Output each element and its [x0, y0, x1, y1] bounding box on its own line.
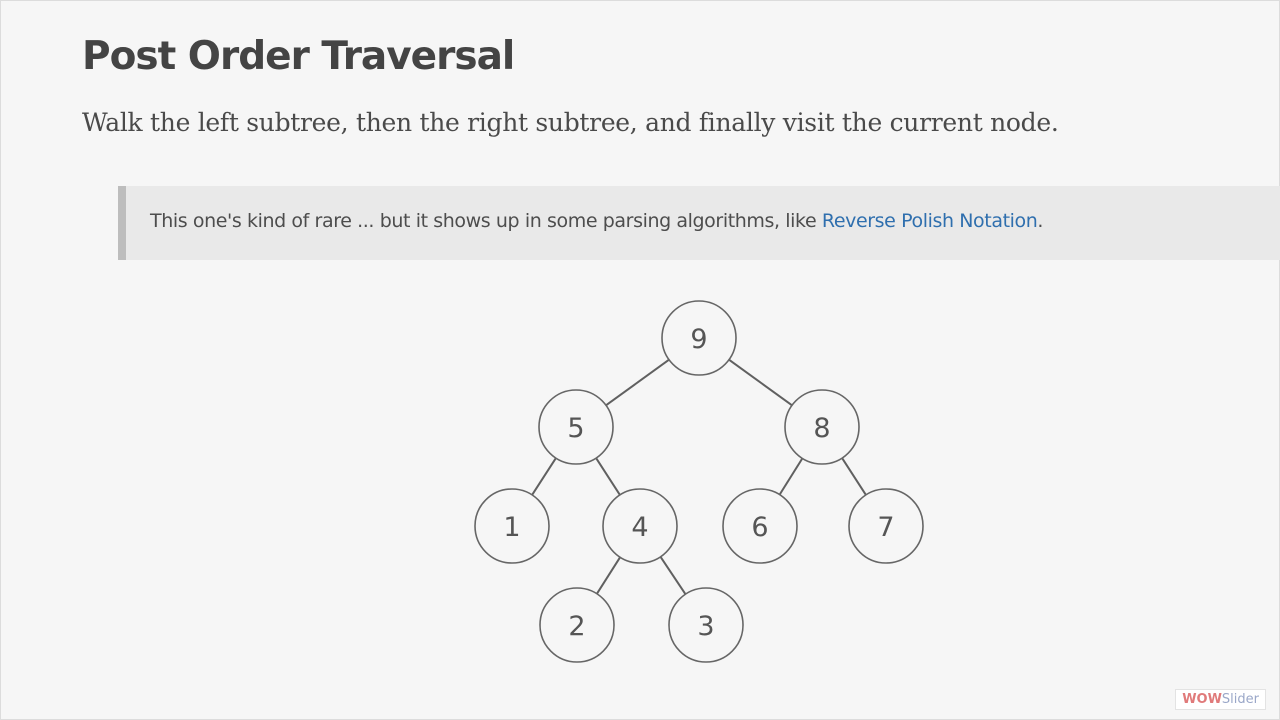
watermark-slider: Slider [1221, 692, 1259, 707]
tree-node-8: 8 [784, 389, 860, 465]
wowslider-watermark[interactable]: WOWSlider [1175, 689, 1266, 710]
reverse-polish-notation-link[interactable]: Reverse Polish Notation [821, 210, 1038, 232]
tree-node-3: 3 [668, 587, 744, 663]
tree-edge-n8-n7 [841, 457, 867, 496]
tree-node-label: 3 [697, 611, 714, 642]
slide-subtitle: Walk the left subtree, then the right su… [82, 108, 1059, 137]
tree-node-9: 9 [661, 300, 737, 376]
tree-edge-n9-n5 [605, 358, 670, 407]
tree-node-1: 1 [474, 488, 550, 564]
slide-title: Post Order Traversal [82, 34, 515, 79]
tree-edge-n5-n4 [595, 457, 621, 496]
tree-node-circle [784, 389, 860, 465]
tree-node-label: 2 [568, 611, 585, 642]
tree-node-5: 5 [538, 389, 614, 465]
watermark-wow: WOW [1182, 692, 1222, 707]
tree-edge-n4-n3 [659, 556, 687, 595]
tree-node-label: 9 [690, 324, 707, 355]
tree-node-circle [722, 488, 798, 564]
tree-node-circle [538, 389, 614, 465]
tree-node-6: 6 [722, 488, 798, 564]
tree-node-2: 2 [539, 587, 615, 663]
tree-node-label: 7 [877, 512, 894, 543]
tree-node-4: 4 [602, 488, 678, 564]
tree-node-circle [668, 587, 744, 663]
tree-nodes: 9 5 8 1 4 6 7 2 3 [474, 300, 924, 663]
tree-node-circle [539, 587, 615, 663]
note-text-before: This one's kind of rare ... but it shows… [150, 210, 822, 232]
tree-node-label: 1 [503, 512, 520, 543]
tree-node-label: 5 [567, 413, 584, 444]
tree-node-label: 6 [751, 512, 768, 543]
tree-edge-n9-n8 [728, 358, 793, 407]
note-blockquote: This one's kind of rare ... but it shows… [118, 186, 1280, 260]
note-text-after: . [1037, 210, 1044, 232]
tree-node-7: 7 [848, 488, 924, 564]
tree-node-label: 4 [631, 512, 648, 543]
note-text: This one's kind of rare ... but it shows… [150, 210, 1043, 232]
tree-edges [531, 358, 867, 595]
tree-node-circle [661, 300, 737, 376]
tree-node-circle [848, 488, 924, 564]
tree-edge-n8-n6 [778, 457, 804, 496]
tree-node-circle [474, 488, 550, 564]
tree-node-circle [602, 488, 678, 564]
tree-edge-n5-n1 [531, 457, 557, 496]
tree-node-label: 8 [813, 413, 830, 444]
tree-edge-n4-n2 [596, 556, 621, 595]
